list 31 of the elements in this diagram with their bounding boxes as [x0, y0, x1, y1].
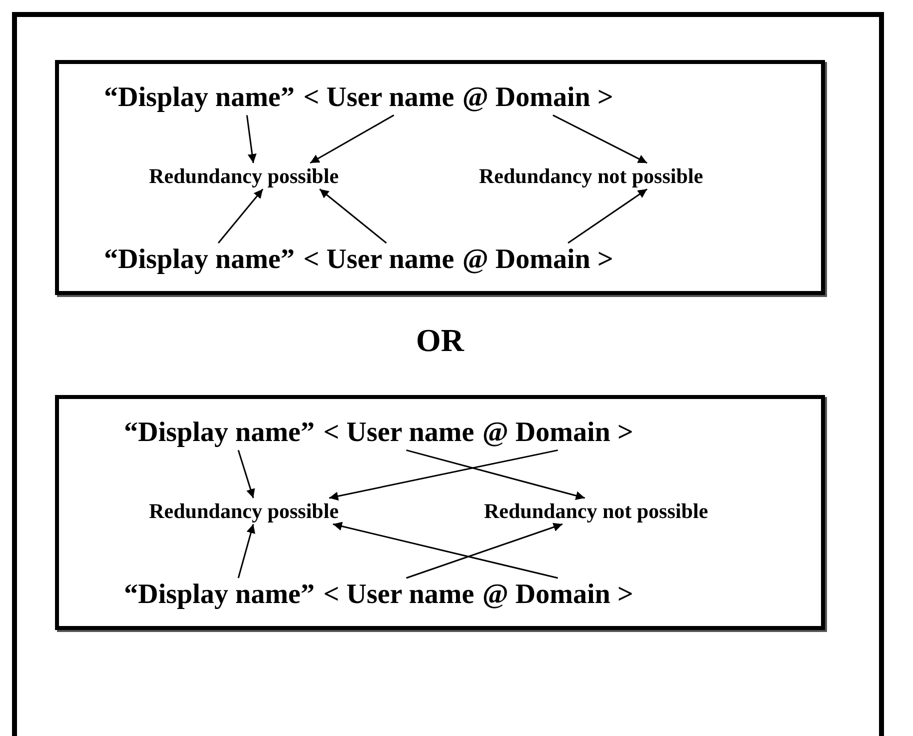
arrow	[218, 188, 264, 244]
address-part: “Display name”	[104, 82, 295, 114]
address-part: < User name	[323, 417, 474, 450]
or-label: OR	[416, 322, 464, 359]
arrow	[310, 114, 394, 164]
panel-box	[55, 60, 825, 295]
redundancy-label: Redundancy possible	[149, 499, 339, 524]
address-part: @ Domain >	[482, 417, 634, 450]
redundancy-label: Redundancy not possible	[484, 499, 708, 524]
address-part: @ Domain >	[482, 579, 634, 612]
address-part: < User name	[323, 579, 474, 612]
address-part: @ Domain >	[462, 82, 614, 114]
arrow	[568, 188, 648, 244]
address-part: < User name	[303, 244, 454, 276]
arrow	[319, 188, 387, 244]
panel-box	[55, 395, 825, 630]
address-part: @ Domain >	[462, 244, 614, 276]
arrow	[246, 115, 257, 164]
redundancy-label: Redundancy not possible	[479, 164, 704, 188]
redundancy-label: Redundancy possible	[149, 164, 339, 188]
address-part: < User name	[303, 82, 454, 114]
arrow	[238, 524, 256, 578]
arrow	[552, 114, 648, 164]
arrow	[406, 449, 586, 500]
address-part: “Display name”	[104, 244, 295, 276]
address-part: “Display name”	[124, 579, 315, 612]
address-part: “Display name”	[124, 417, 315, 450]
arrow	[329, 449, 558, 501]
arrow	[238, 450, 255, 498]
arrow	[406, 522, 563, 579]
arrow	[332, 522, 558, 579]
